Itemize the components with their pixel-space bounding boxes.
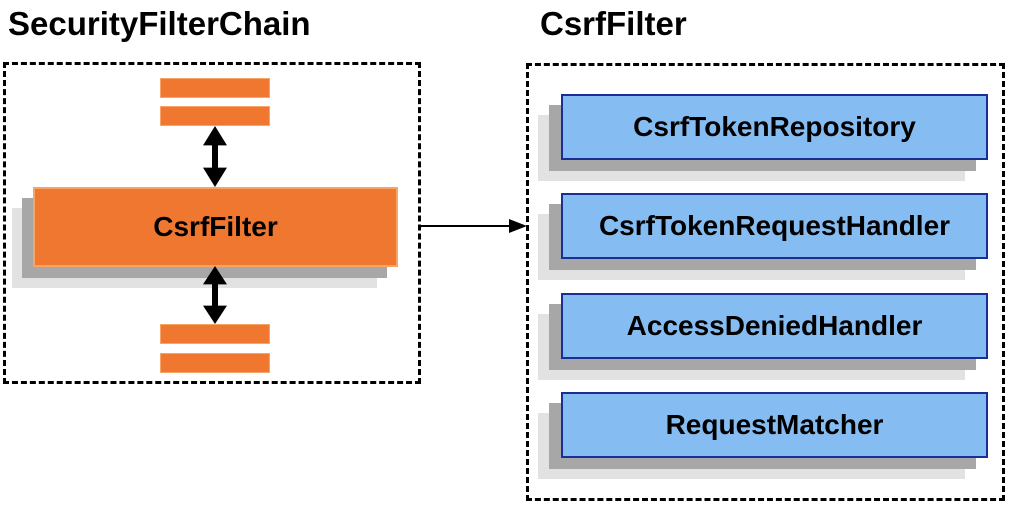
csrf-filter-title: CsrfFilter xyxy=(540,5,687,42)
component-label: RequestMatcher xyxy=(665,409,884,440)
right-arrow-icon xyxy=(421,219,527,233)
component-box-csrf-token-request-handler: CsrfTokenRequestHandler xyxy=(561,193,988,259)
up-down-arrow-icon xyxy=(203,266,227,324)
up-down-arrow-icon xyxy=(203,126,227,187)
security-filter-chain-title: SecurityFilterChain xyxy=(8,5,311,42)
component-label: CsrfTokenRepository xyxy=(633,111,916,142)
filter-placeholder-bar xyxy=(160,78,270,98)
component-label: AccessDeniedHandler xyxy=(626,310,923,341)
security-filter-chain-container xyxy=(3,62,421,384)
csrf-filter-box: CsrfFilter xyxy=(33,187,398,267)
component-box-csrf-token-repository: CsrfTokenRepository xyxy=(561,94,988,160)
filter-placeholder-bar xyxy=(160,106,270,126)
filter-placeholder-bar xyxy=(160,353,270,373)
filter-placeholder-bar xyxy=(160,324,270,344)
component-box-access-denied-handler: AccessDeniedHandler xyxy=(561,293,988,359)
csrf-filter-container xyxy=(526,63,1005,501)
component-box-request-matcher: RequestMatcher xyxy=(561,392,988,458)
component-label: CsrfTokenRequestHandler xyxy=(598,210,951,241)
csrf-filter-box-label: CsrfFilter xyxy=(153,211,278,242)
